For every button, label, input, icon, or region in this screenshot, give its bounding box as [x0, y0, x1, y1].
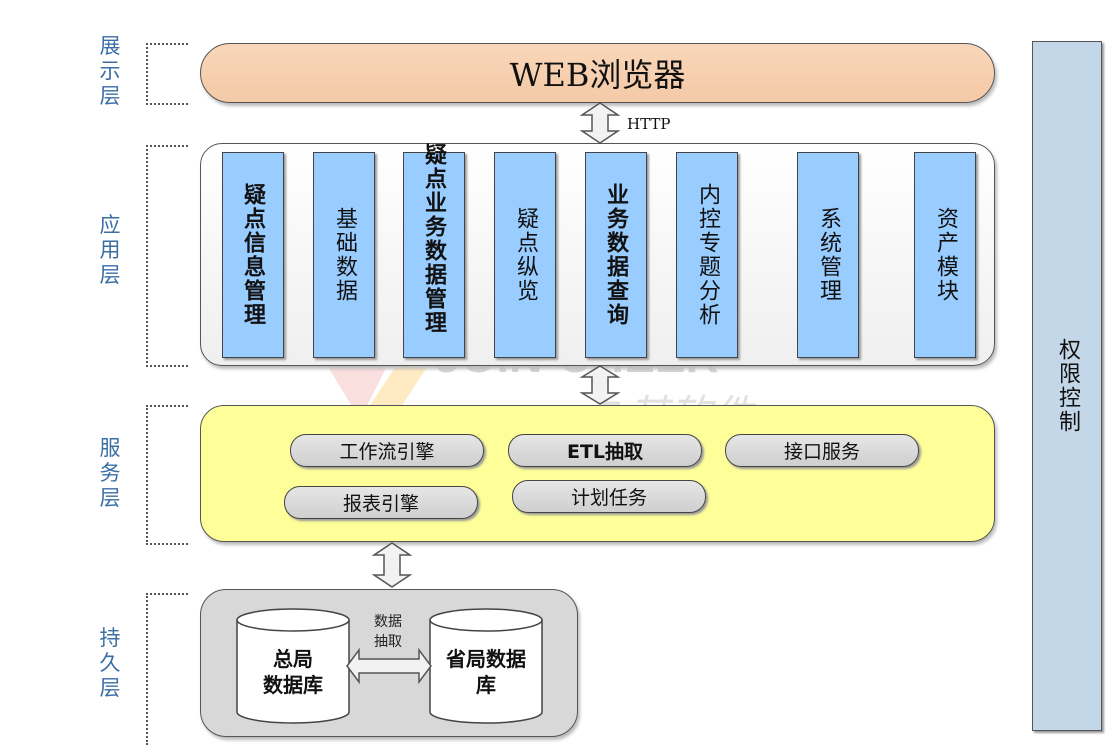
bracket-persistence: [146, 593, 188, 745]
extract-label-line: 数据: [374, 614, 402, 630]
service-label: 接口服务: [783, 441, 860, 463]
service-label: 工作流引擎: [339, 441, 435, 463]
bracket-presentation: [146, 43, 188, 105]
provincial-database-label: 省局数据 库: [429, 646, 543, 698]
service-workflow-engine[interactable]: 工作流引擎: [290, 434, 484, 467]
permission-control-label: 权限控制: [1055, 338, 1080, 434]
module-suspicious-info-mgmt[interactable]: 疑点信息管理: [222, 152, 284, 358]
module-label: 内控专题分析: [695, 183, 720, 327]
db-label-line: 总局: [273, 647, 313, 671]
layer-label-application: 应用层: [95, 213, 125, 288]
service-report-engine[interactable]: 报表引擎: [284, 486, 478, 519]
web-browser-label: WEB浏览器: [509, 56, 686, 94]
double-arrow-icon: [579, 102, 621, 144]
extract-label-line: 抽取: [374, 634, 402, 650]
service-label: 报表引擎: [342, 493, 419, 515]
module-label: 疑点纵览: [513, 207, 538, 303]
module-label: 疑点业务数据管理: [421, 143, 447, 335]
db-label-line: 省局数据: [446, 647, 526, 671]
module-label: 资产模块: [933, 207, 958, 303]
layer-label-service: 服务层: [95, 436, 125, 511]
data-extract-label: 数据 抽取: [358, 612, 418, 652]
service-etl-extract[interactable]: ETL抽取: [508, 434, 702, 467]
double-arrow-icon: [579, 365, 621, 405]
module-system-management[interactable]: 系统管理: [797, 152, 859, 358]
provincial-database-icon: [429, 608, 543, 724]
module-internal-control-analysis[interactable]: 内控专题分析: [676, 152, 738, 358]
layer-label-presentation: 展示层: [95, 34, 125, 109]
module-basic-data[interactable]: 基础数据: [313, 152, 375, 358]
http-label: HTTP: [627, 115, 671, 133]
web-browser-box: WEB浏览器: [200, 43, 995, 103]
module-asset[interactable]: 资产模块: [914, 152, 976, 358]
layer-label-text: 服务层: [99, 436, 121, 510]
layer-label-text: 持久层: [99, 626, 121, 700]
service-scheduled-tasks[interactable]: 计划任务: [512, 480, 706, 513]
db-label-line: 库: [476, 673, 496, 697]
central-database-label: 总局 数据库: [236, 646, 350, 698]
layer-label-text: 展示层: [99, 34, 121, 108]
module-suspicious-business-data-mgmt[interactable]: 疑点业务数据管理: [403, 143, 465, 358]
service-label: ETL抽取: [566, 441, 644, 463]
service-label: 计划任务: [570, 487, 647, 509]
double-arrow-icon: [371, 542, 413, 588]
service-interface[interactable]: 接口服务: [725, 434, 919, 467]
layer-label-text: 应用层: [99, 213, 121, 287]
central-database-icon: [236, 608, 350, 724]
module-label: 业务数据查询: [603, 183, 629, 327]
layer-label-persistence: 持久层: [95, 626, 125, 701]
module-label: 基础数据: [332, 207, 357, 303]
permission-control-bar: 权限控制: [1032, 41, 1102, 731]
bracket-service: [146, 405, 188, 545]
module-label: 系统管理: [816, 207, 841, 303]
service-layer-panel: [200, 405, 995, 542]
module-suspicious-overview[interactable]: 疑点纵览: [494, 152, 556, 358]
db-label-line: 数据库: [263, 673, 323, 697]
horizontal-double-arrow-icon: [346, 648, 432, 684]
bracket-application: [146, 145, 188, 367]
module-label: 疑点信息管理: [240, 183, 266, 327]
module-business-data-query[interactable]: 业务数据查询: [585, 152, 647, 358]
